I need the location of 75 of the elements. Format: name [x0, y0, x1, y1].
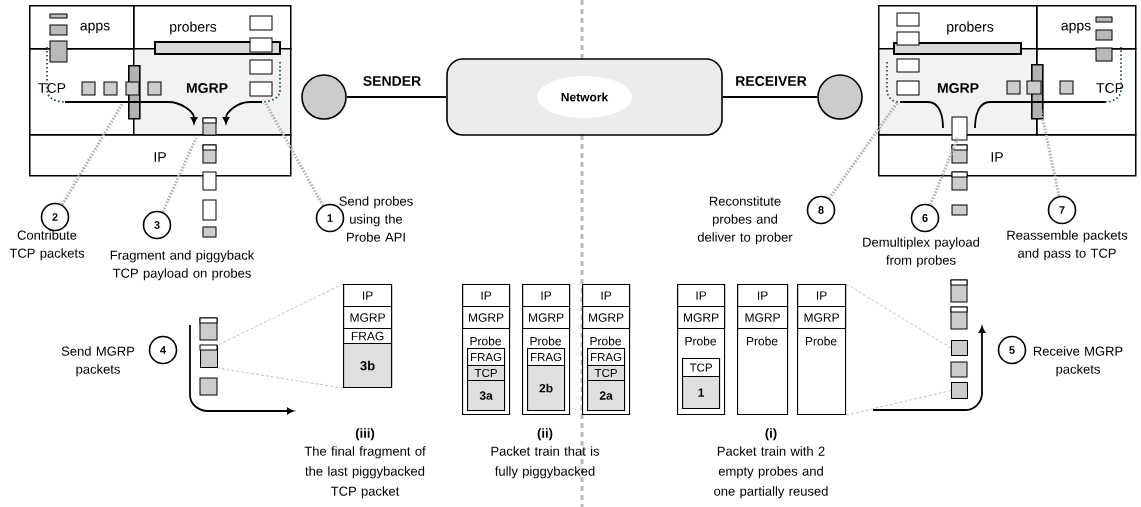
packet-field: MGRP [522, 306, 571, 330]
packet-field: TCP [587, 365, 626, 382]
packet-icon [951, 340, 968, 356]
step-description: Reconstitute probes and deliver to prober [697, 196, 793, 245]
step-description: Demultiplex payload from probes [863, 237, 980, 268]
step-number: 6 [910, 203, 940, 233]
caption-number: (ii) [537, 428, 553, 441]
payload-field: 3a [467, 380, 506, 412]
step-description: Send MGRP packets [61, 346, 135, 377]
packet-field: Probe [530, 336, 561, 346]
caption-number: (i) [765, 428, 777, 441]
packet-field: MGRP [582, 306, 631, 330]
step-description: Reassemble packets and pass to TCP [1007, 230, 1128, 261]
packet-field: MGRP [797, 306, 847, 330]
packet-field: IP [737, 284, 789, 308]
packet-field: MGRP [462, 306, 511, 330]
packet-field: Probe [590, 336, 621, 346]
payload-field: 2b [527, 365, 566, 412]
packet-field: Probe [685, 336, 716, 346]
stack-layer: TCP [1036, 48, 1137, 136]
zoom-line [217, 283, 344, 346]
packet-field: IP [522, 284, 571, 308]
payload-field: 1 [682, 376, 721, 410]
payload-field: 3b [343, 343, 393, 389]
packet-field: MGRP [677, 306, 726, 330]
caption: Packet train that is fully piggybacked [491, 446, 600, 479]
packet-field: IP [462, 284, 511, 308]
packet-field: Probe [806, 336, 837, 346]
packet-field: MGRP [343, 306, 393, 330]
packet-field: Probe [747, 336, 778, 346]
leader-line [929, 136, 960, 206]
stack-layer: apps [1036, 5, 1137, 50]
flow-arrow [64, 101, 198, 124]
flow-line [974, 101, 1106, 129]
payload-field: 2a [587, 380, 626, 412]
leader-line [61, 103, 124, 206]
zoom-line [217, 367, 344, 389]
host-circle [817, 74, 863, 120]
edge-label: SENDER [361, 75, 423, 87]
step-number: 3 [142, 210, 172, 240]
packet-field: MGRP [737, 306, 789, 330]
step-number: 5 [997, 335, 1027, 365]
leader-line [263, 101, 325, 207]
host-circle [301, 74, 347, 120]
step-number: 4 [148, 335, 178, 365]
packet-field: IP [343, 284, 393, 308]
flow-line [1104, 46, 1122, 103]
queue-bar [893, 42, 1022, 55]
packet-field: TCP [467, 365, 506, 382]
zoom-line [845, 283, 952, 349]
leader-line [828, 102, 899, 200]
network-cloud: Network [446, 58, 723, 136]
flow-line [46, 46, 66, 103]
zoom-line [845, 390, 952, 416]
step-number: 8 [806, 195, 836, 225]
packet-field: Probe [470, 336, 501, 346]
step-number: 7 [1047, 195, 1077, 225]
leader-line [161, 137, 198, 213]
connector-line [721, 96, 819, 98]
step-description: Contribute TCP packets [9, 230, 85, 261]
packet-icon [199, 344, 218, 368]
packet-field: IP [677, 284, 726, 308]
step-description: Receive MGRP packets [1033, 346, 1123, 377]
stack-layer: apps [29, 5, 135, 50]
caption: Packet train with 2 empty probes and one partially reused [714, 446, 828, 499]
packet-field: IP [582, 284, 631, 308]
packet-icon [951, 382, 968, 399]
caption-number: (iii) [355, 428, 375, 441]
step-description: Fragment and piggyback TCP payload on probes [110, 250, 255, 281]
caption: The final fragment of the last piggybacked TCP packet [304, 446, 426, 499]
connector-line [345, 96, 448, 98]
stack-layer: IP [29, 134, 292, 177]
stack-layer: IP [878, 134, 1137, 177]
packet-field: IP [797, 284, 847, 308]
edge-label: RECEIVER [734, 75, 808, 87]
